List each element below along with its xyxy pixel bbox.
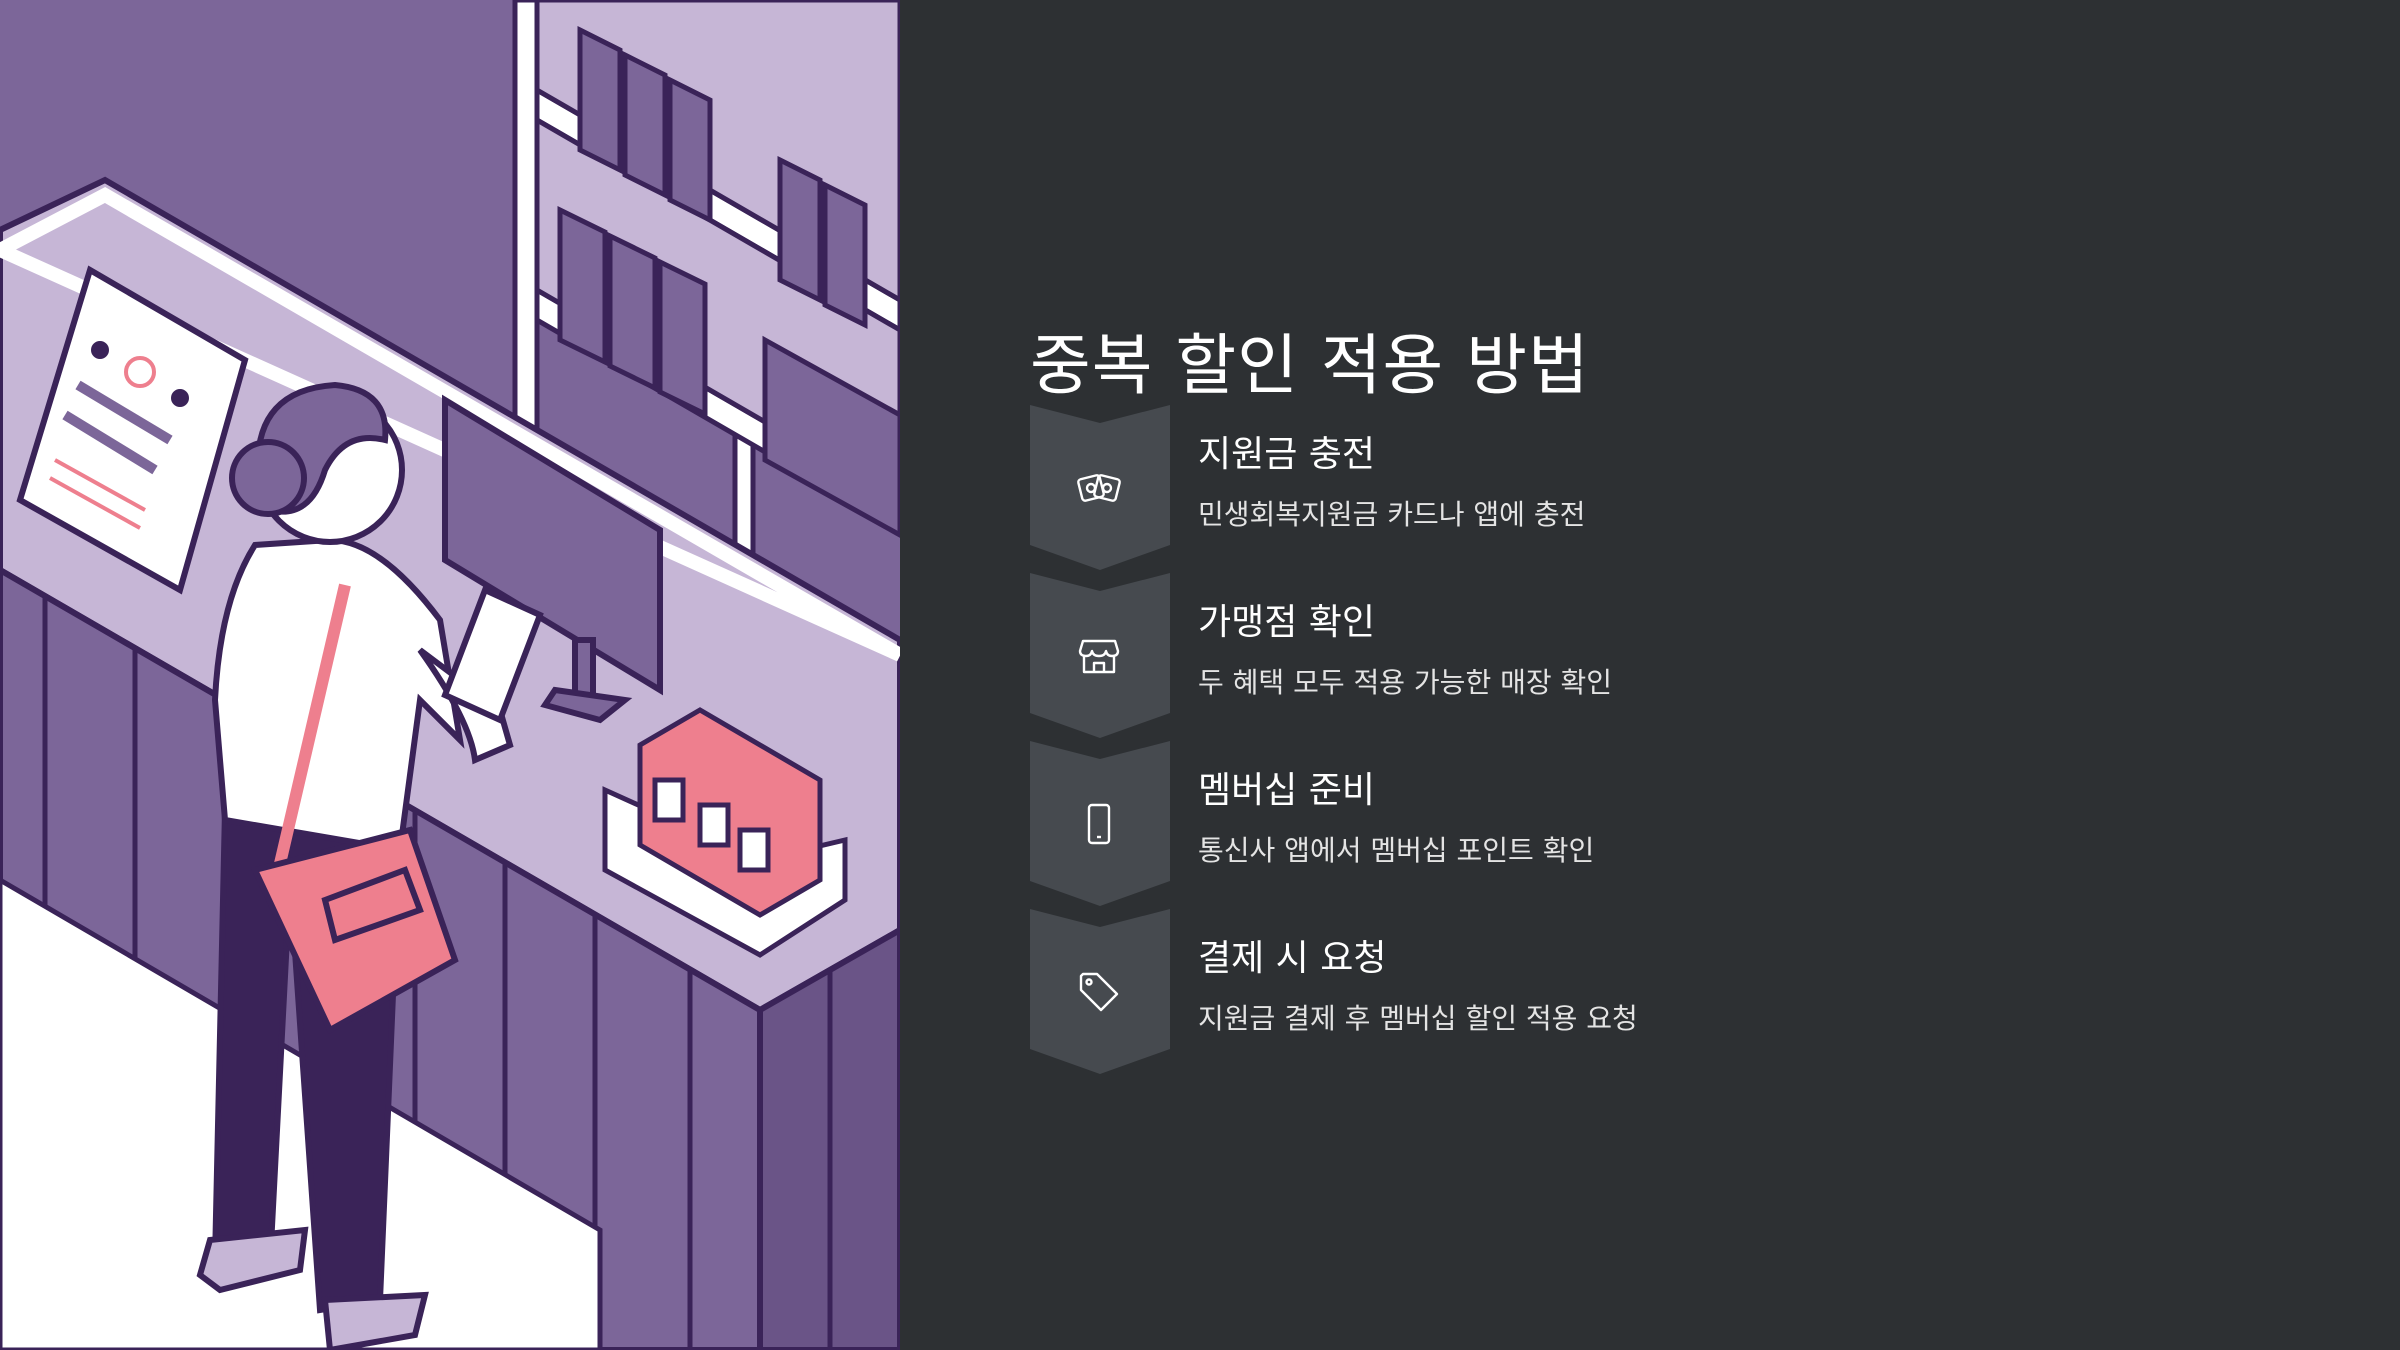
step-title: 결제 시 요청 — [1198, 938, 1387, 979]
step-chevron — [1030, 405, 1170, 570]
step-title: 멤버십 준비 — [1198, 770, 1376, 811]
page-title: 중복 할인 적용 방법 — [1030, 327, 1590, 405]
tag-icon — [1079, 972, 1119, 1012]
content-panel: 중복 할인 적용 방법 지원금 충전 민생회복지원금 카드나 앱에 충전 — [900, 0, 2400, 1350]
product-boxes — [602, 707, 848, 958]
store-checkout-scene — [0, 0, 900, 1350]
step-item: 가맹점 확인 두 혜택 모두 적용 가능한 매장 확인 — [1030, 573, 2130, 738]
step-item: 멤버십 준비 통신사 앱에서 멤버십 포인트 확인 — [1030, 741, 2130, 906]
shopping-illustration — [0, 0, 900, 1350]
step-description: 민생회복지원금 카드나 앱에 충전 — [1198, 498, 1586, 531]
smartphone-icon — [1087, 803, 1111, 845]
step-chevron — [1030, 909, 1170, 1074]
step-description: 통신사 앱에서 멤버십 포인트 확인 — [1198, 834, 1595, 867]
counter-sign — [16, 265, 249, 595]
step-item: 결제 시 요청 지원금 결제 후 멤버십 할인 적용 요청 — [1030, 909, 2130, 1074]
shelf-unit — [512, 0, 900, 653]
step-chevron — [1030, 741, 1170, 906]
customer-figure — [196, 381, 544, 1350]
pos-monitor — [442, 394, 663, 724]
cash-icon — [1077, 474, 1121, 502]
step-description: 두 혜택 모두 적용 가능한 매장 확인 — [1198, 666, 1613, 699]
store-icon — [1078, 639, 1120, 674]
step-description: 지원금 결제 후 멤버십 할인 적용 요청 — [1198, 1002, 1638, 1035]
step-title: 지원금 충전 — [1198, 434, 1376, 475]
step-item: 지원금 충전 민생회복지원금 카드나 앱에 충전 — [1030, 405, 2130, 570]
step-chevron — [1030, 573, 1170, 738]
step-title: 가맹점 확인 — [1198, 602, 1376, 643]
